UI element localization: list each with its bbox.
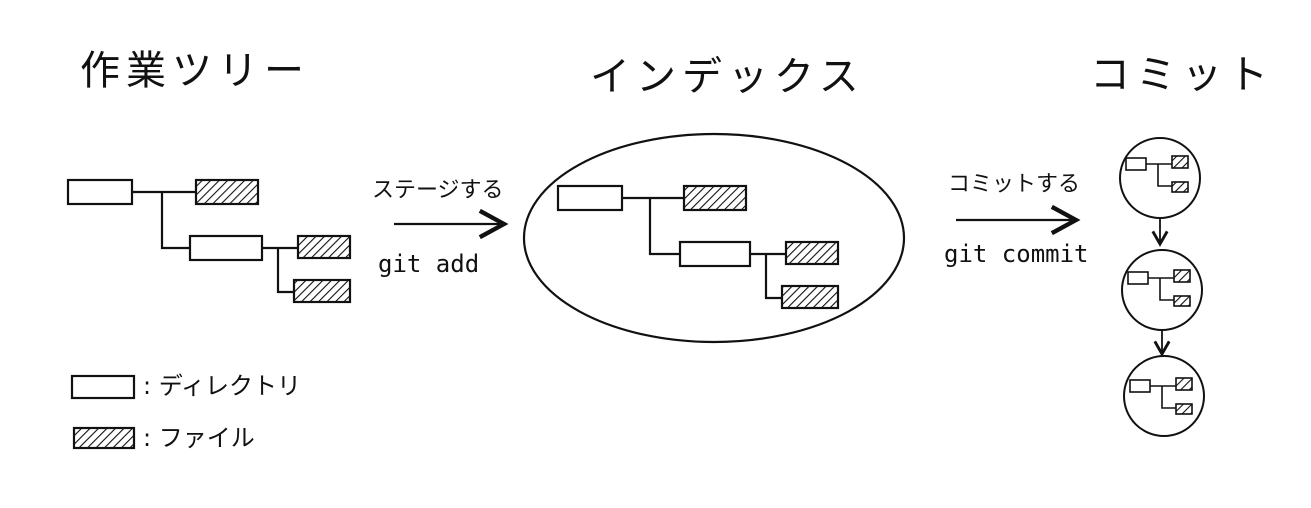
directory-node bbox=[66, 178, 134, 206]
file-node bbox=[780, 284, 840, 310]
directory-node bbox=[1127, 271, 1149, 285]
git-commit-command: git commit bbox=[944, 240, 1089, 268]
tree-connector bbox=[132, 190, 298, 294]
working-tree-diagram bbox=[66, 178, 352, 304]
directory-node bbox=[678, 240, 752, 268]
file-node bbox=[1171, 181, 1189, 193]
index-diagram bbox=[522, 132, 906, 344]
legend-directory-swatch bbox=[70, 374, 136, 400]
legend bbox=[70, 374, 136, 450]
working-tree-title: 作業ツリー bbox=[80, 48, 310, 94]
commit-title: コミット bbox=[1090, 52, 1274, 98]
stage-label: ステージする bbox=[372, 178, 504, 203]
commit-node bbox=[1121, 249, 1203, 331]
file-node bbox=[296, 234, 352, 260]
tree-connector bbox=[1146, 163, 1172, 187]
commit-label: コミットする bbox=[948, 172, 1081, 197]
directory-node bbox=[1125, 157, 1147, 171]
commit-history bbox=[1119, 137, 1205, 437]
tree-connector bbox=[622, 196, 786, 300]
git-add-command: git add bbox=[378, 250, 480, 278]
legend-file-label: : ファイル bbox=[143, 424, 255, 452]
index-title: インデックス bbox=[590, 54, 865, 100]
tree-connector bbox=[1148, 277, 1174, 301]
directory-node bbox=[1129, 379, 1151, 393]
file-node bbox=[1175, 403, 1193, 415]
index-ellipse bbox=[522, 132, 906, 344]
file-node bbox=[682, 184, 748, 212]
file-node bbox=[1171, 155, 1189, 169]
commit-node bbox=[1119, 137, 1201, 219]
legend-file-swatch bbox=[72, 426, 136, 450]
tree-connector bbox=[1150, 385, 1176, 409]
file-node bbox=[1175, 377, 1193, 391]
file-node bbox=[1173, 269, 1191, 283]
commit-node bbox=[1123, 355, 1205, 437]
file-node bbox=[784, 240, 840, 266]
file-node bbox=[292, 278, 352, 304]
file-node bbox=[1173, 295, 1191, 307]
legend-directory-label: : ディレクトリ bbox=[143, 372, 302, 400]
file-node bbox=[194, 178, 260, 206]
directory-node bbox=[556, 184, 624, 212]
directory-node bbox=[188, 234, 264, 262]
